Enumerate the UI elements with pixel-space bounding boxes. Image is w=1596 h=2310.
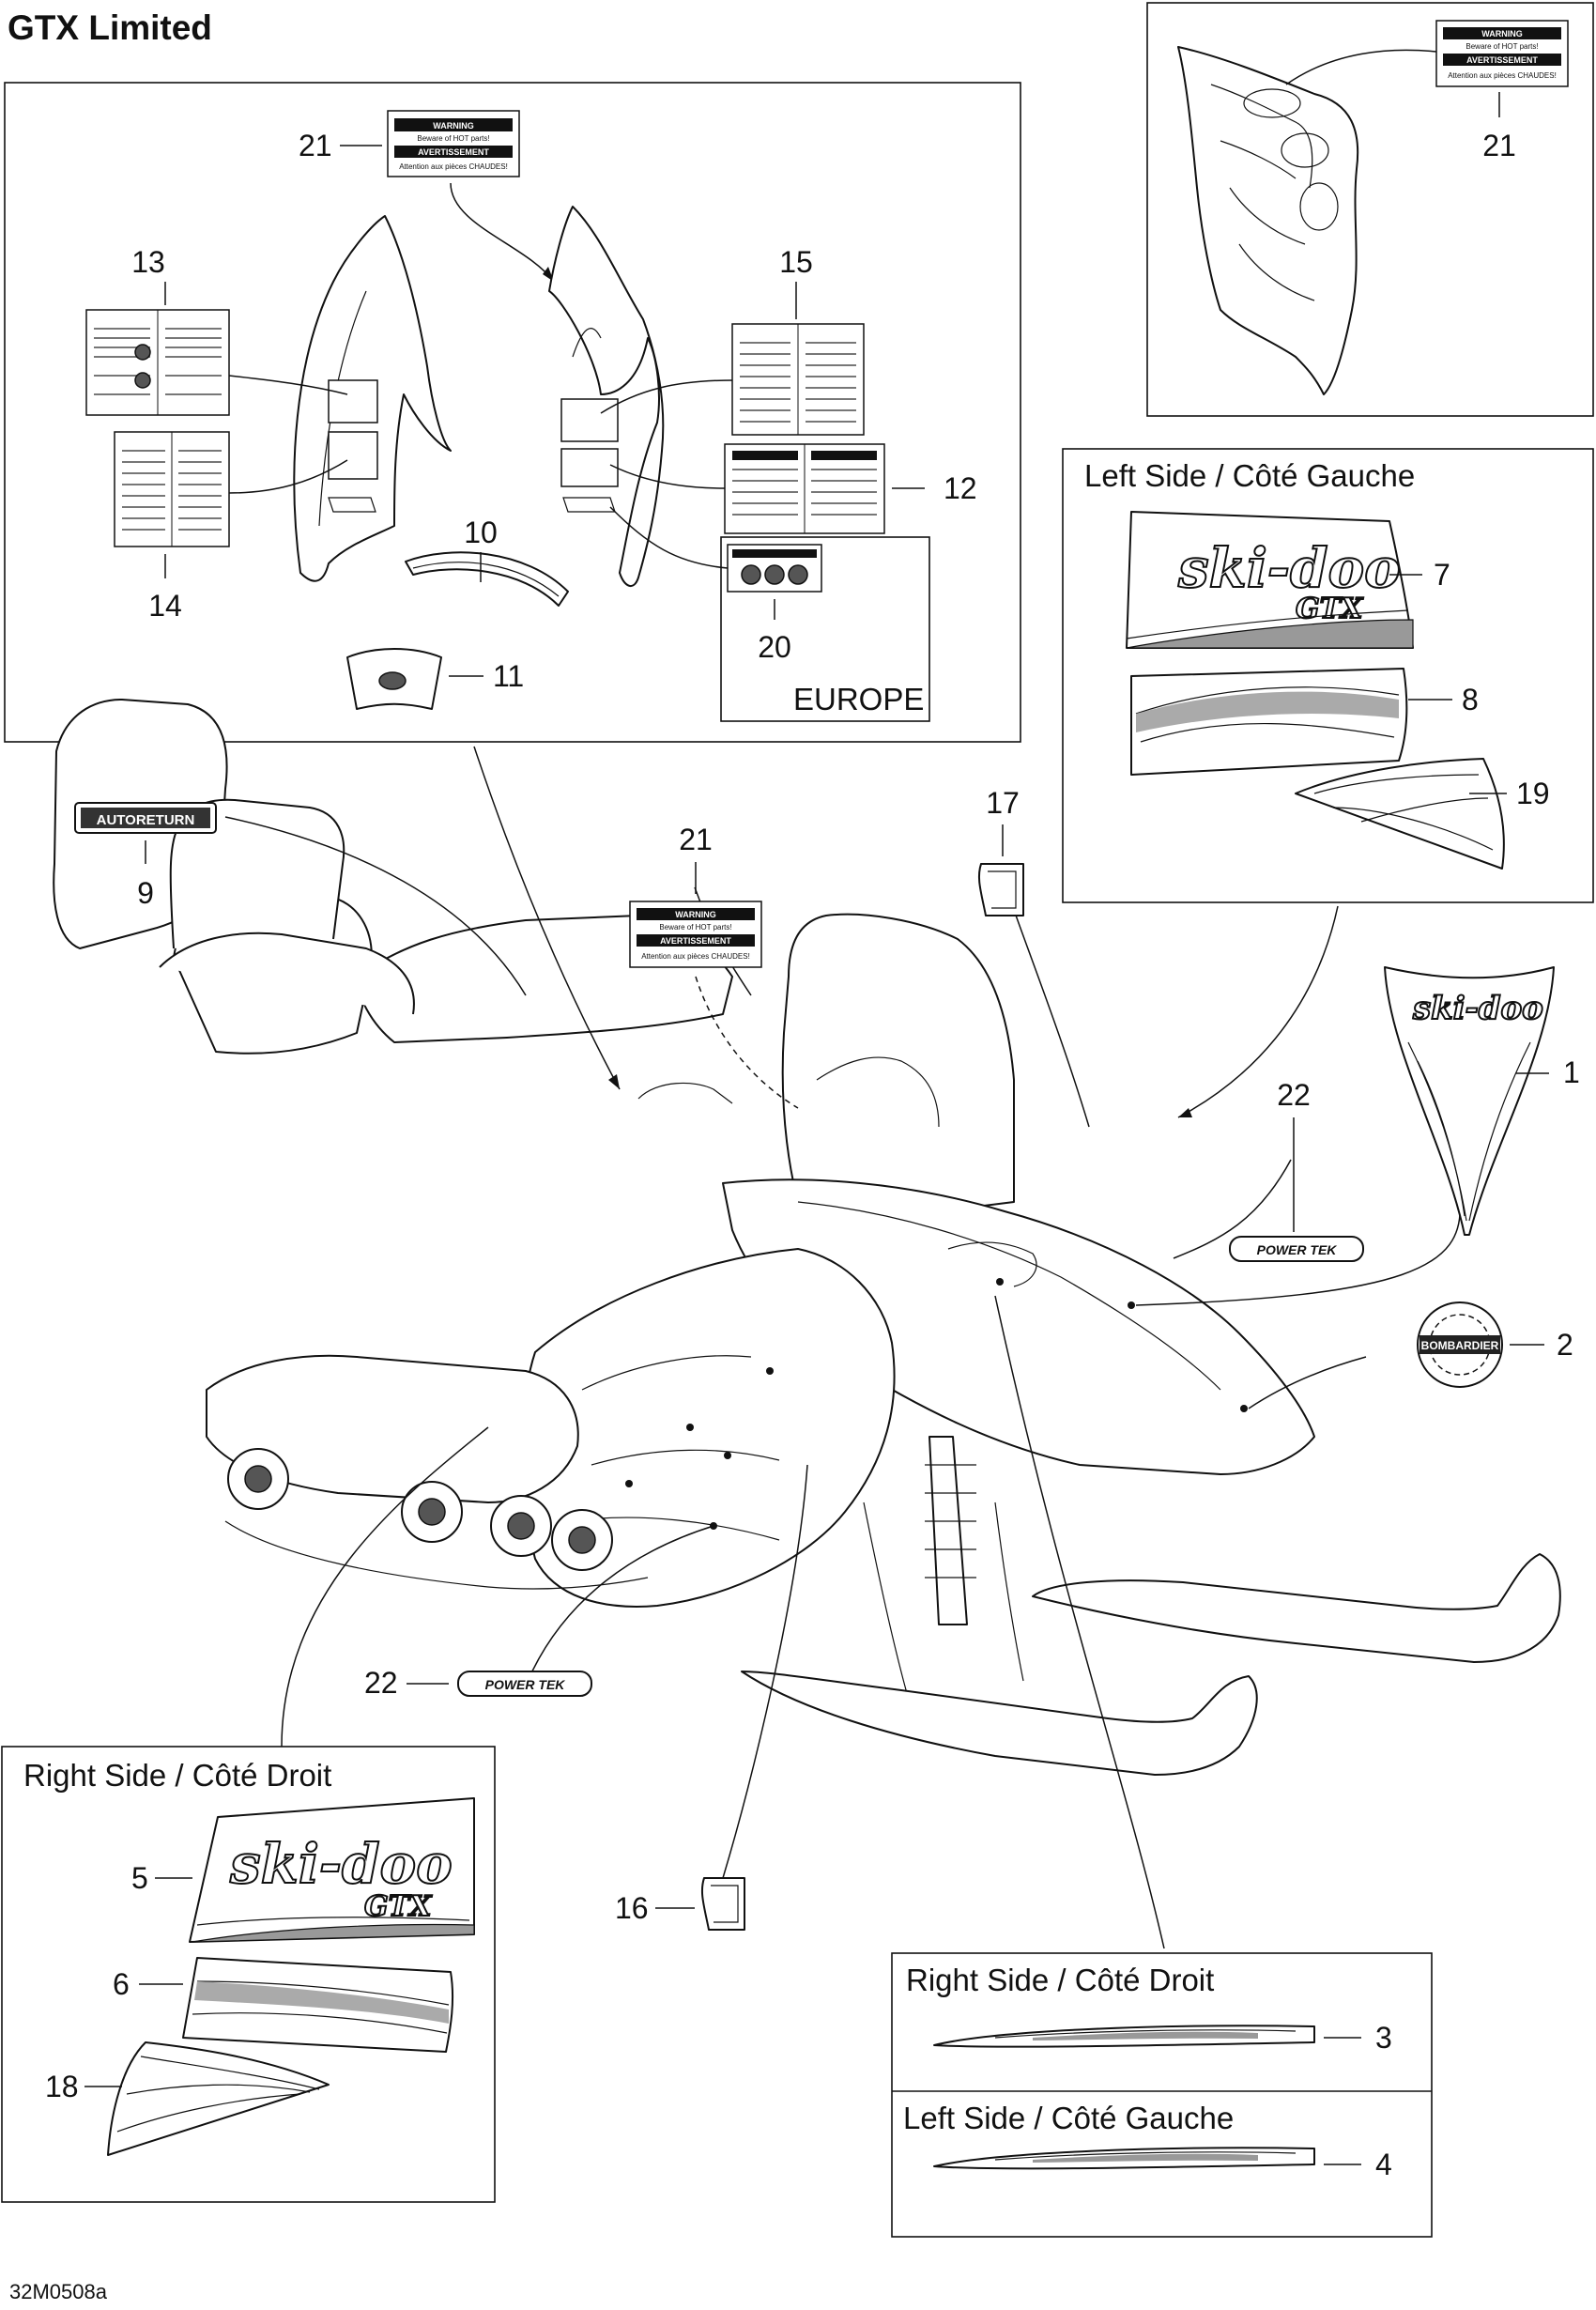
callout-10: 10 [464,516,498,549]
svg-text:AVERTISSEMENT: AVERTISSEMENT [660,936,731,946]
decal-16 [700,1877,745,1931]
drawing-code: 32M0508a [9,2280,108,2303]
label-14 [114,431,230,547]
decal-6-stripe-right [182,1957,454,2053]
svg-text:POWER TEK: POWER TEK [1257,1242,1338,1257]
callout-12: 12 [944,471,977,505]
svg-text:ski-doo: ski-doo [229,1832,453,1896]
callout-9: 9 [137,876,154,910]
left-side-title: Left Side / Côté Gauche [1084,458,1415,493]
svg-text:Attention aux pièces CHAUDES!: Attention aux pièces CHAUDES! [641,952,750,961]
svg-text:WARNING: WARNING [675,910,716,919]
callout-14: 14 [148,589,182,623]
inner-console-panel [1177,46,1359,395]
callout-13: 13 [131,245,165,279]
svg-text:AVERTISSEMENT: AVERTISSEMENT [1466,55,1538,65]
decal-9-autoreturn: AUTORETURN [74,802,217,834]
callout-17: 17 [986,786,1020,820]
warning-label-21-inset: WARNING Beware of HOT parts! AVERTISSEME… [1435,20,1569,87]
decal-22-powertek-left: POWER TEK [457,1671,592,1697]
side-panels-box [4,82,1021,743]
callout-19: 19 [1516,777,1550,810]
callout-6: 6 [113,1967,130,2001]
decal-18-corner-right [107,2041,330,2156]
callout-22-left: 22 [364,1666,398,1700]
callout-4: 4 [1375,2148,1392,2181]
diagram-title: GTX Limited [8,8,212,47]
svg-text:AVERTISSEMENT: AVERTISSEMENT [418,147,489,157]
europe-label: EUROPE [793,682,924,716]
callout-16: 16 [615,1891,649,1925]
svg-text:WARNING: WARNING [1481,29,1523,38]
svg-text:Attention aux pièces CHAUDES!: Attention aux pièces CHAUDES! [1448,71,1557,80]
svg-text:GTX: GTX [364,1890,433,1923]
svg-text:AUTORETURN: AUTORETURN [97,812,195,828]
warning-label-21-box: WARNING Beware of HOT parts! AVERTISSEME… [387,110,520,177]
decal-5-skidoo-right: ski-doo GTX [189,1797,475,1943]
left-side-small-title: Left Side / Côté Gauche [903,2101,1234,2135]
callout-21-box: 21 [299,129,332,162]
svg-text:POWER TEK: POWER TEK [485,1677,566,1692]
label-12 [724,443,885,534]
svg-text:Beware of HOT parts!: Beware of HOT parts! [659,923,731,932]
decal-22-powertek-right: POWER TEK [1229,1236,1364,1262]
label-10 [405,551,569,607]
decal-4-stripe-left [933,2147,1315,2170]
europe-box [720,536,930,722]
callout-11: 11 [493,659,524,693]
decal-19-corner-left [1295,758,1505,870]
callout-3: 3 [1375,2021,1392,2055]
label-13 [85,309,230,416]
decal-1-hood-v: ski-doo [1384,966,1555,1236]
warning-label-21-mid: WARNING Beware of HOT parts! AVERTISSEME… [629,901,762,968]
callout-21-mid: 21 [679,823,713,856]
callout-18: 18 [45,2070,79,2103]
svg-text:Attention aux pièces CHAUDES!: Attention aux pièces CHAUDES! [399,162,508,171]
label-20 [727,544,822,593]
side-stripe-box [891,1952,1433,2238]
callout-15: 15 [779,245,813,279]
left-side-box [1062,448,1594,903]
decal-3-stripe-right [933,2025,1315,2048]
svg-text:GTX: GTX [1296,593,1364,625]
decal-17 [977,863,1024,916]
decal-2-bombardier: BOMBARDIER [1417,1301,1503,1388]
label-11 [346,648,442,710]
callout-22-right: 22 [1277,1078,1311,1112]
decal-8-stripe-left [1130,668,1408,776]
callout-8: 8 [1462,683,1479,716]
callout-21-inset: 21 [1482,129,1516,162]
callout-1: 1 [1563,1055,1580,1089]
left-side-panel [293,215,452,582]
right-side-title: Right Side / Côté Droit [23,1758,331,1793]
svg-text:Beware of HOT parts!: Beware of HOT parts! [417,134,489,143]
svg-text:BOMBARDIER: BOMBARDIER [1421,1339,1499,1352]
svg-text:Beware of HOT parts!: Beware of HOT parts! [1466,42,1538,51]
decal-7-skidoo-left: ski-doo GTX [1126,511,1414,649]
svg-text:WARNING: WARNING [433,121,474,131]
callout-7: 7 [1434,558,1450,592]
svg-text:ski-doo: ski-doo [1412,990,1543,1027]
right-side-small-title: Right Side / Côté Droit [906,1963,1214,1997]
callout-2: 2 [1557,1328,1573,1362]
callout-20: 20 [758,630,791,664]
callout-5: 5 [131,1861,148,1895]
svg-text:ski-doo: ski-doo [1177,536,1401,600]
label-15 [731,323,865,436]
right-side-box [1,1746,496,2203]
right-side-panel [548,206,665,587]
inner-panel-box [1146,2,1594,417]
